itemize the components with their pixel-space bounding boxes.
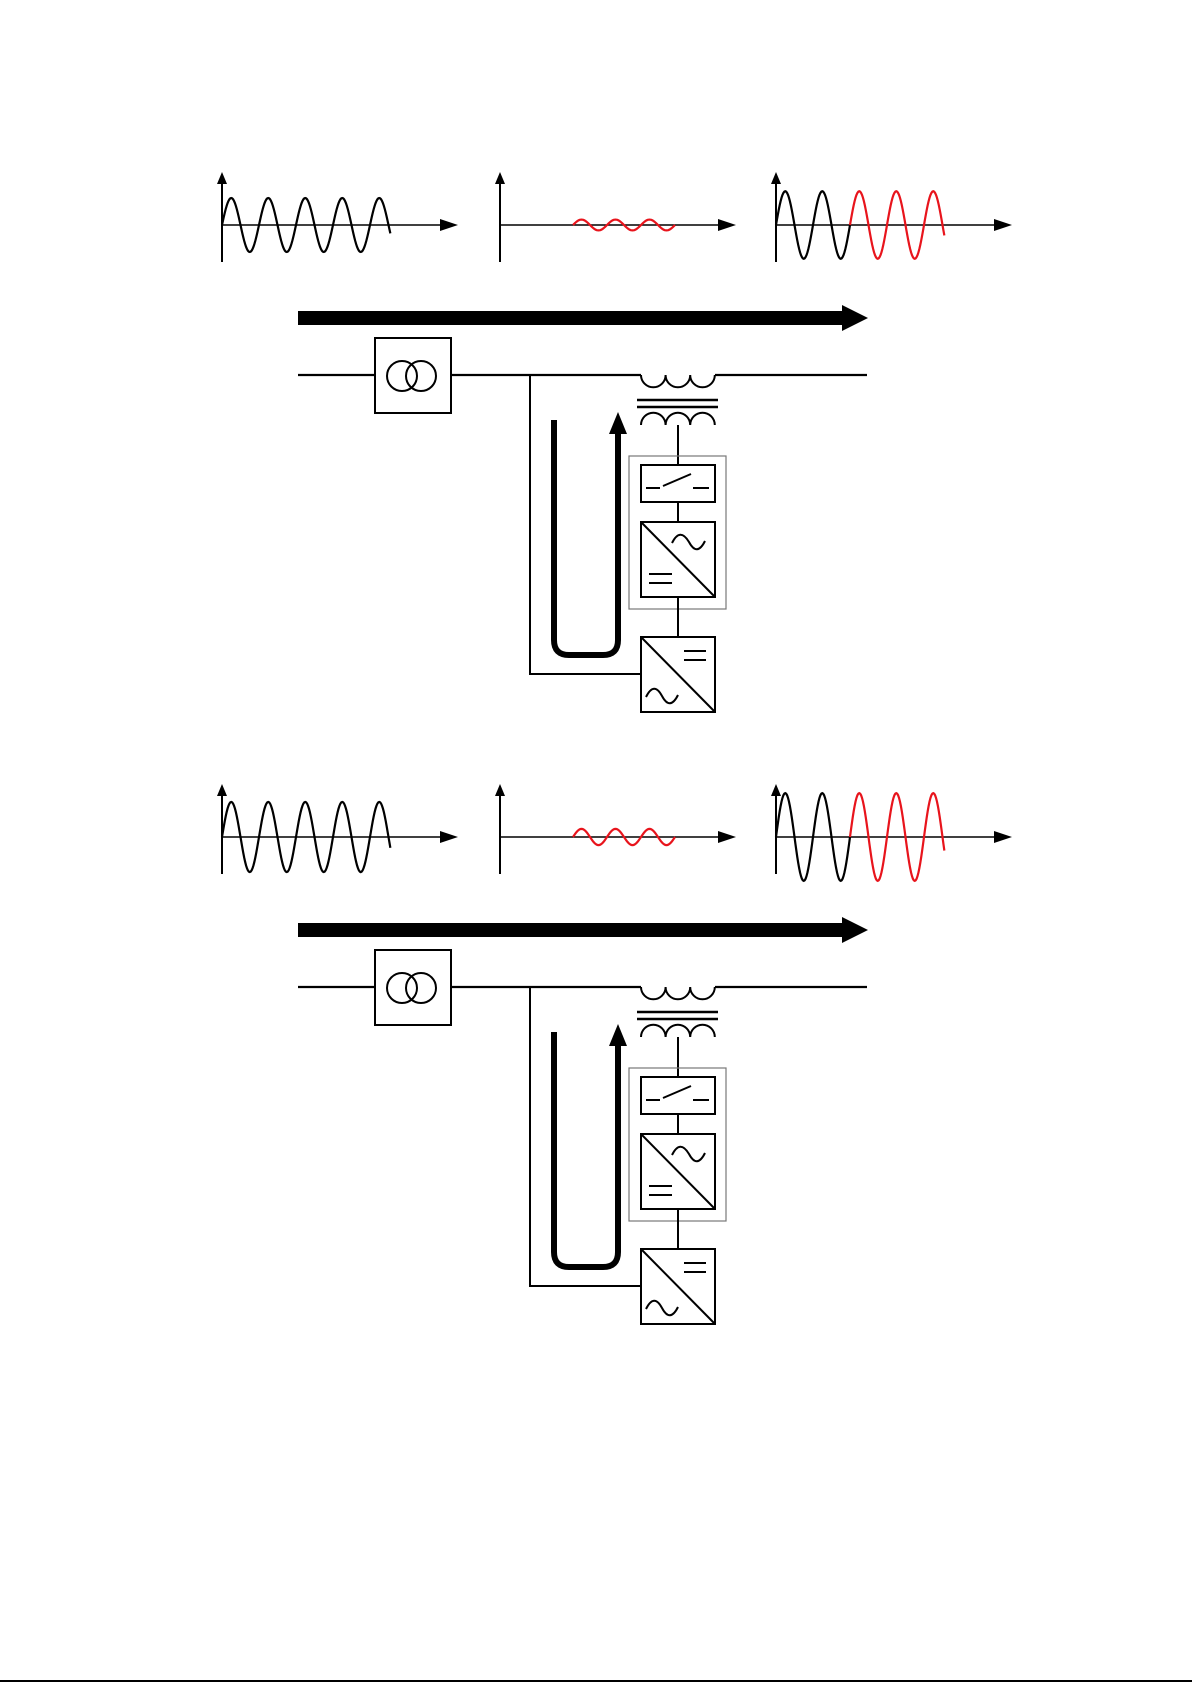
dvr-diagram-upper <box>217 172 1012 712</box>
ac-tilde-symbol <box>646 689 678 704</box>
switch-box <box>641 465 715 502</box>
inverter-diagonal <box>641 522 715 597</box>
coupled-coils-transformer-icon <box>637 987 718 1037</box>
switch-box <box>641 1077 715 1114</box>
double-circle-transformer-icon <box>375 338 451 413</box>
supply-plot-axes <box>217 784 458 874</box>
energy-return-path <box>554 1032 618 1267</box>
load-voltage-waveform-plot <box>771 172 1012 262</box>
secondary-winding <box>641 413 715 425</box>
rectifier-diagonal <box>641 1249 715 1324</box>
power-flow-shaft <box>298 311 844 325</box>
secondary-winding <box>641 1025 715 1037</box>
injected-voltage-waveform-plot <box>495 784 736 874</box>
y-axis-arrowhead <box>495 172 505 184</box>
coupled-coils-transformer-icon <box>637 375 718 425</box>
transformer-circle-left <box>387 361 417 391</box>
power-flow-shaft <box>298 923 844 937</box>
load-voltage-waveform-plot <box>771 784 1012 881</box>
dc-to-ac-converter-icon <box>641 1134 715 1209</box>
transformer-circle-right <box>406 361 436 391</box>
ac-tilde-symbol <box>672 1147 705 1162</box>
double-circle-transformer-icon <box>375 950 451 1025</box>
dc-to-ac-converter-icon <box>641 522 715 597</box>
x-axis-arrowhead <box>994 831 1012 843</box>
ac-to-dc-converter-icon <box>641 637 715 712</box>
load-plot-axes <box>771 172 1012 262</box>
power-flow-arrowhead <box>842 305 868 331</box>
ac-tilde-symbol <box>646 1301 678 1316</box>
y-axis-arrowhead <box>771 172 781 184</box>
primary-winding <box>641 375 715 387</box>
switch-blade <box>663 474 691 486</box>
inverter-diagonal <box>641 1134 715 1209</box>
page-bottom-rule <box>0 1680 1192 1682</box>
ac-to-dc-converter-icon <box>641 1249 715 1324</box>
switch-icon <box>641 465 715 502</box>
y-axis-arrowhead <box>217 784 227 796</box>
energy-return-arrowhead <box>609 412 627 434</box>
load-plot-axes <box>771 784 1012 874</box>
dvr-diagram-lower <box>217 784 1012 1324</box>
switch-blade <box>663 1086 691 1098</box>
y-axis-arrowhead <box>771 784 781 796</box>
power-flow-arrow <box>298 917 868 943</box>
energy-return-path <box>554 420 618 655</box>
rectifier-diagonal <box>641 637 715 712</box>
primary-winding <box>641 987 715 999</box>
energy-return-arrowhead <box>609 1024 627 1046</box>
injected-voltage-waveform-plot <box>495 172 736 262</box>
x-axis-arrowhead <box>440 219 458 231</box>
transformer-circle-left <box>387 973 417 1003</box>
ac-tilde-symbol <box>672 535 705 550</box>
power-flow-arrowhead <box>842 917 868 943</box>
supply-voltage-waveform-plot <box>217 784 458 874</box>
x-axis-arrowhead <box>718 219 736 231</box>
power-flow-arrow <box>298 305 868 331</box>
switch-icon <box>641 1077 715 1114</box>
x-axis-arrowhead <box>994 219 1012 231</box>
transformer-circle-right <box>406 973 436 1003</box>
y-axis-arrowhead <box>217 172 227 184</box>
x-axis-arrowhead <box>440 831 458 843</box>
y-axis-arrowhead <box>495 784 505 796</box>
injected-plot-axes <box>495 172 736 262</box>
supply-voltage-waveform-plot <box>217 172 458 262</box>
x-axis-arrowhead <box>718 831 736 843</box>
